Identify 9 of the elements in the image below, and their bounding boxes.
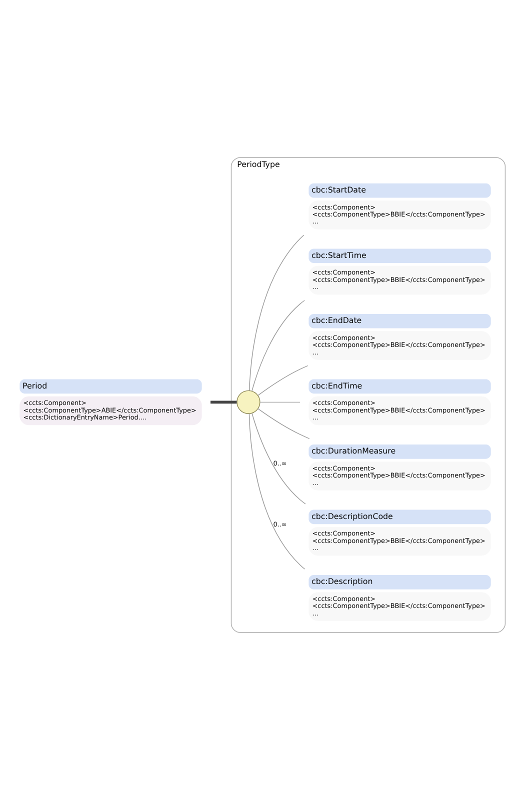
connector [248,413,306,570]
connector [258,408,310,439]
node-circle [236,390,260,414]
connector [258,365,308,396]
connector [248,234,304,392]
connector [210,400,237,404]
connector [252,412,306,504]
connector [252,300,305,392]
connector [260,402,300,403]
